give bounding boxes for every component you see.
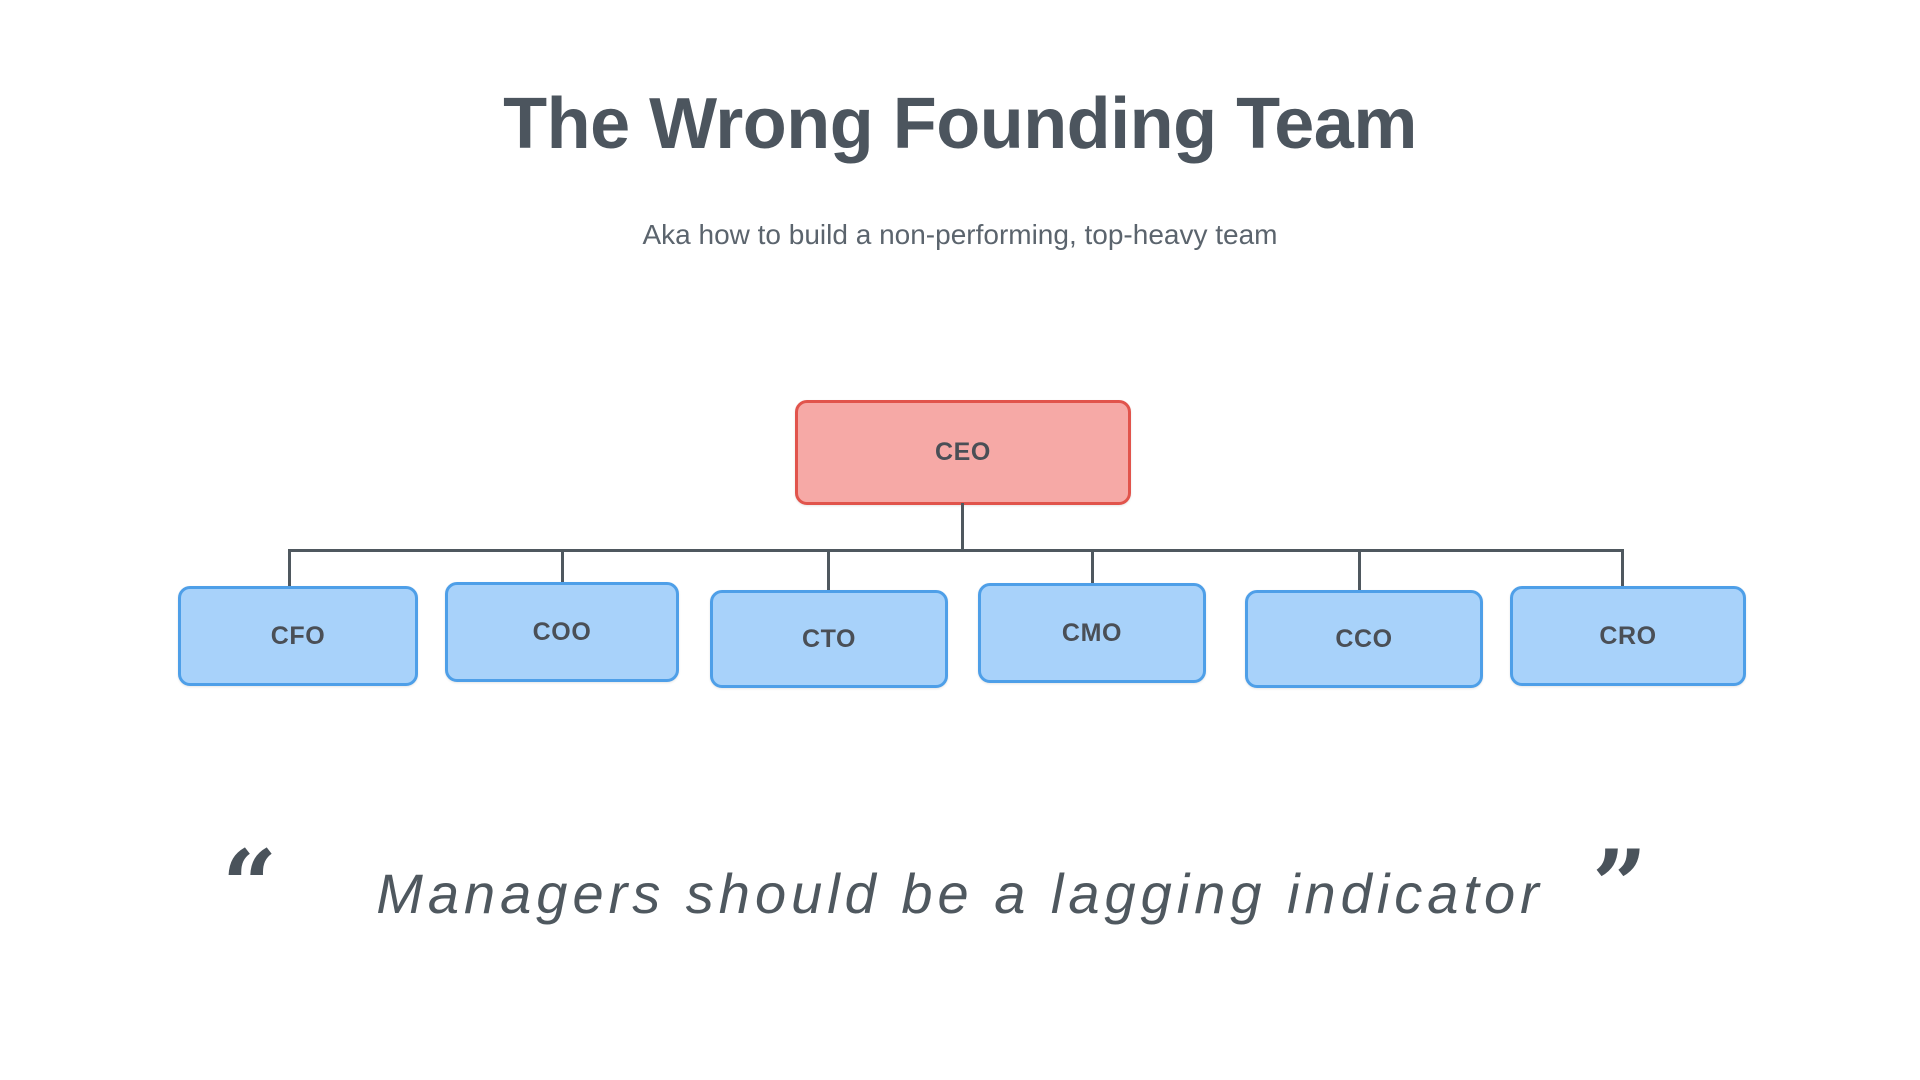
org-node-coo[interactable]: COO: [445, 582, 679, 682]
quote-open-mark-icon: “: [222, 829, 278, 942]
org-node-cco-label: CCO: [1335, 624, 1393, 653]
connector-drop-cto: [827, 549, 830, 593]
org-node-cco[interactable]: CCO: [1245, 590, 1483, 688]
org-node-cro-label: CRO: [1599, 621, 1657, 650]
org-node-cto-label: CTO: [801, 624, 857, 653]
quote-block: Managers should be a lagging indicator: [0, 840, 1920, 1000]
org-node-coo-label: COO: [532, 617, 592, 646]
connector-drop-coo: [561, 549, 564, 586]
quote-text: Managers should be a lagging indicator: [376, 862, 1544, 925]
page-subtitle: Aka how to build a non-performing, top-h…: [642, 219, 1278, 250]
connector-drop-cmo: [1091, 549, 1094, 586]
org-node-ceo-label: CEO: [935, 438, 991, 466]
org-node-cto[interactable]: CTO: [710, 590, 948, 688]
connector-root-stem: [961, 503, 964, 551]
connector-drop-cfo: [288, 549, 291, 590]
org-node-cfo-label: CFO: [270, 621, 326, 650]
connector-drop-cro: [1621, 549, 1624, 590]
org-node-ceo[interactable]: CEO: [795, 400, 1131, 505]
org-node-cmo[interactable]: CMO: [978, 583, 1206, 683]
org-node-cfo[interactable]: CFO: [178, 586, 418, 686]
connector-drop-cco: [1358, 549, 1361, 593]
quote-close-mark-icon: ”: [1592, 829, 1648, 942]
connector-horizontal-bus: [288, 549, 1624, 552]
org-node-cro[interactable]: CRO: [1510, 586, 1746, 686]
page-title: The Wrong Founding Team: [503, 84, 1417, 164]
org-node-cmo-label: CMO: [1061, 618, 1123, 647]
